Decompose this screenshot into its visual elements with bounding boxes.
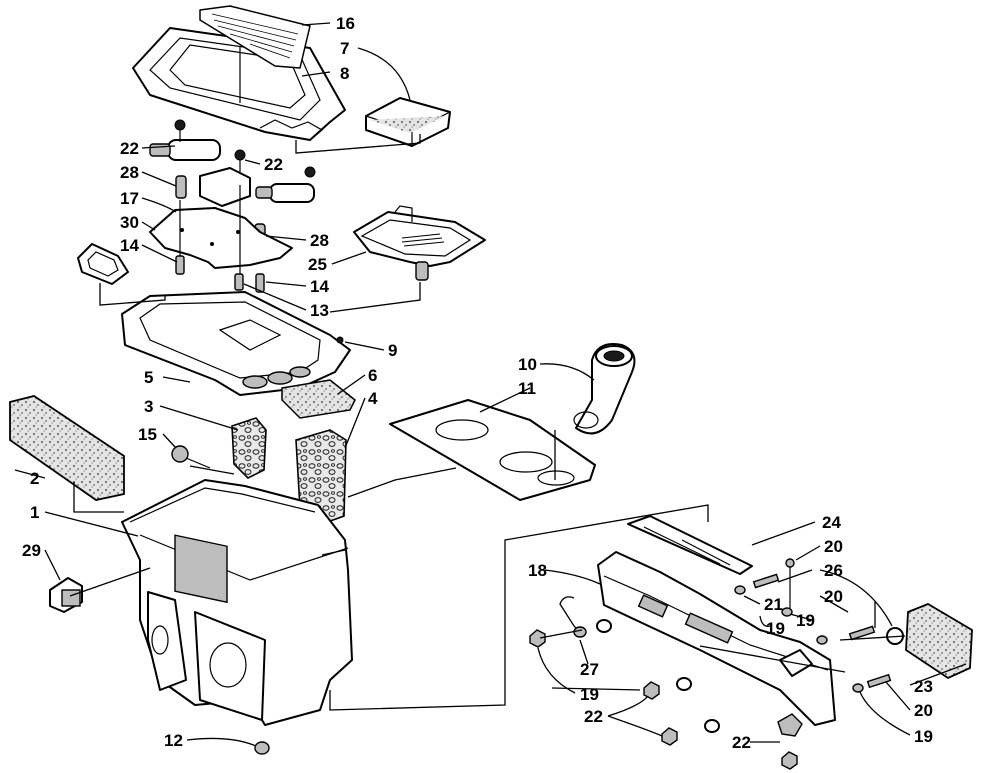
upper-housing [121, 291, 351, 396]
callout-9: 9 [388, 341, 397, 360]
mounting-gasket [389, 399, 596, 501]
callout-20b: 20 [824, 587, 843, 606]
hose-clip [49, 577, 83, 613]
foam-pad-small [231, 417, 267, 479]
side-filter [9, 395, 125, 501]
clip-washer [573, 626, 587, 638]
solenoid-left [149, 119, 221, 161]
callout-19b: 19 [766, 619, 785, 638]
spacer-left [175, 175, 187, 199]
callout-2: 2 [30, 469, 39, 488]
drain-plug [171, 445, 211, 469]
nut-b [643, 681, 660, 700]
assembly-lines [69, 134, 906, 711]
solenoid-right [255, 166, 316, 203]
callout-23: 23 [914, 677, 933, 696]
callout-29: 29 [22, 541, 41, 560]
foam-seal-top [281, 379, 356, 419]
mounting-plate [149, 207, 293, 269]
washer-upper [734, 585, 746, 595]
callout-24: 24 [822, 513, 841, 532]
callout-10: 10 [518, 355, 537, 374]
push-nut-c [704, 719, 720, 733]
leader-lines [14, 22, 967, 747]
callout-14a: 14 [120, 236, 139, 255]
callout-1: 1 [30, 503, 39, 522]
callout-22b: 22 [264, 155, 283, 174]
callout-28a: 28 [120, 163, 139, 182]
callout-20c: 20 [914, 701, 933, 720]
push-nut-a [596, 619, 612, 633]
bolt-lower [852, 673, 892, 693]
callout-22c: 22 [584, 707, 603, 726]
intake-duct-cover [627, 515, 753, 575]
callout-5: 5 [144, 368, 153, 387]
callout-13: 13 [310, 301, 329, 320]
nut-a [529, 629, 546, 648]
bolt-upper [752, 558, 795, 615]
callout-15: 15 [138, 425, 157, 444]
relay-center [199, 149, 251, 207]
air-box-cover [132, 27, 346, 141]
callout-25: 25 [308, 255, 327, 274]
callout-8: 8 [340, 64, 349, 83]
callout-11: 11 [518, 379, 536, 398]
screw-right [255, 273, 265, 293]
air-box-housing [121, 479, 353, 726]
callout-30: 30 [120, 213, 139, 232]
screw-center [234, 185, 244, 291]
callout-19d: 19 [914, 727, 933, 746]
callout-7: 7 [340, 39, 349, 58]
washer-mid [781, 607, 793, 617]
callout-22d: 22 [732, 733, 751, 752]
screw-left [175, 200, 185, 275]
callout-26: 26 [824, 561, 843, 580]
callout-16: 16 [336, 14, 355, 33]
intake-elbow [573, 343, 636, 435]
nut-c [661, 727, 678, 746]
callout-14b: 14 [310, 277, 329, 296]
callout-3: 3 [144, 397, 153, 416]
callout-27: 27 [580, 660, 599, 679]
bolt-mid [816, 625, 876, 645]
callout-6: 6 [368, 366, 377, 385]
knob [777, 713, 803, 737]
callout-20a: 20 [824, 537, 843, 556]
push-nut-b [676, 677, 692, 691]
callout-4: 4 [368, 389, 378, 408]
callout-19c: 19 [580, 685, 599, 704]
wire-clip [559, 596, 581, 633]
decal [199, 5, 311, 69]
grommet [77, 243, 129, 285]
filter-element [365, 97, 451, 147]
intake-duct [597, 551, 836, 726]
nut-d [781, 751, 798, 770]
callout-17: 17 [120, 189, 139, 208]
callout-18: 18 [528, 561, 547, 580]
callout-12: 12 [164, 731, 183, 750]
drain-cap [254, 741, 270, 755]
harness-tray [353, 205, 486, 281]
right-filter [905, 602, 973, 680]
callout-19a: 19 [796, 611, 815, 630]
callout-22a: 22 [120, 139, 139, 158]
callout-labels: 16 7 8 22 22 28 17 30 14 28 25 14 13 9 5… [22, 14, 933, 752]
callout-28b: 28 [310, 231, 329, 250]
callout-21: 21 [764, 595, 783, 614]
